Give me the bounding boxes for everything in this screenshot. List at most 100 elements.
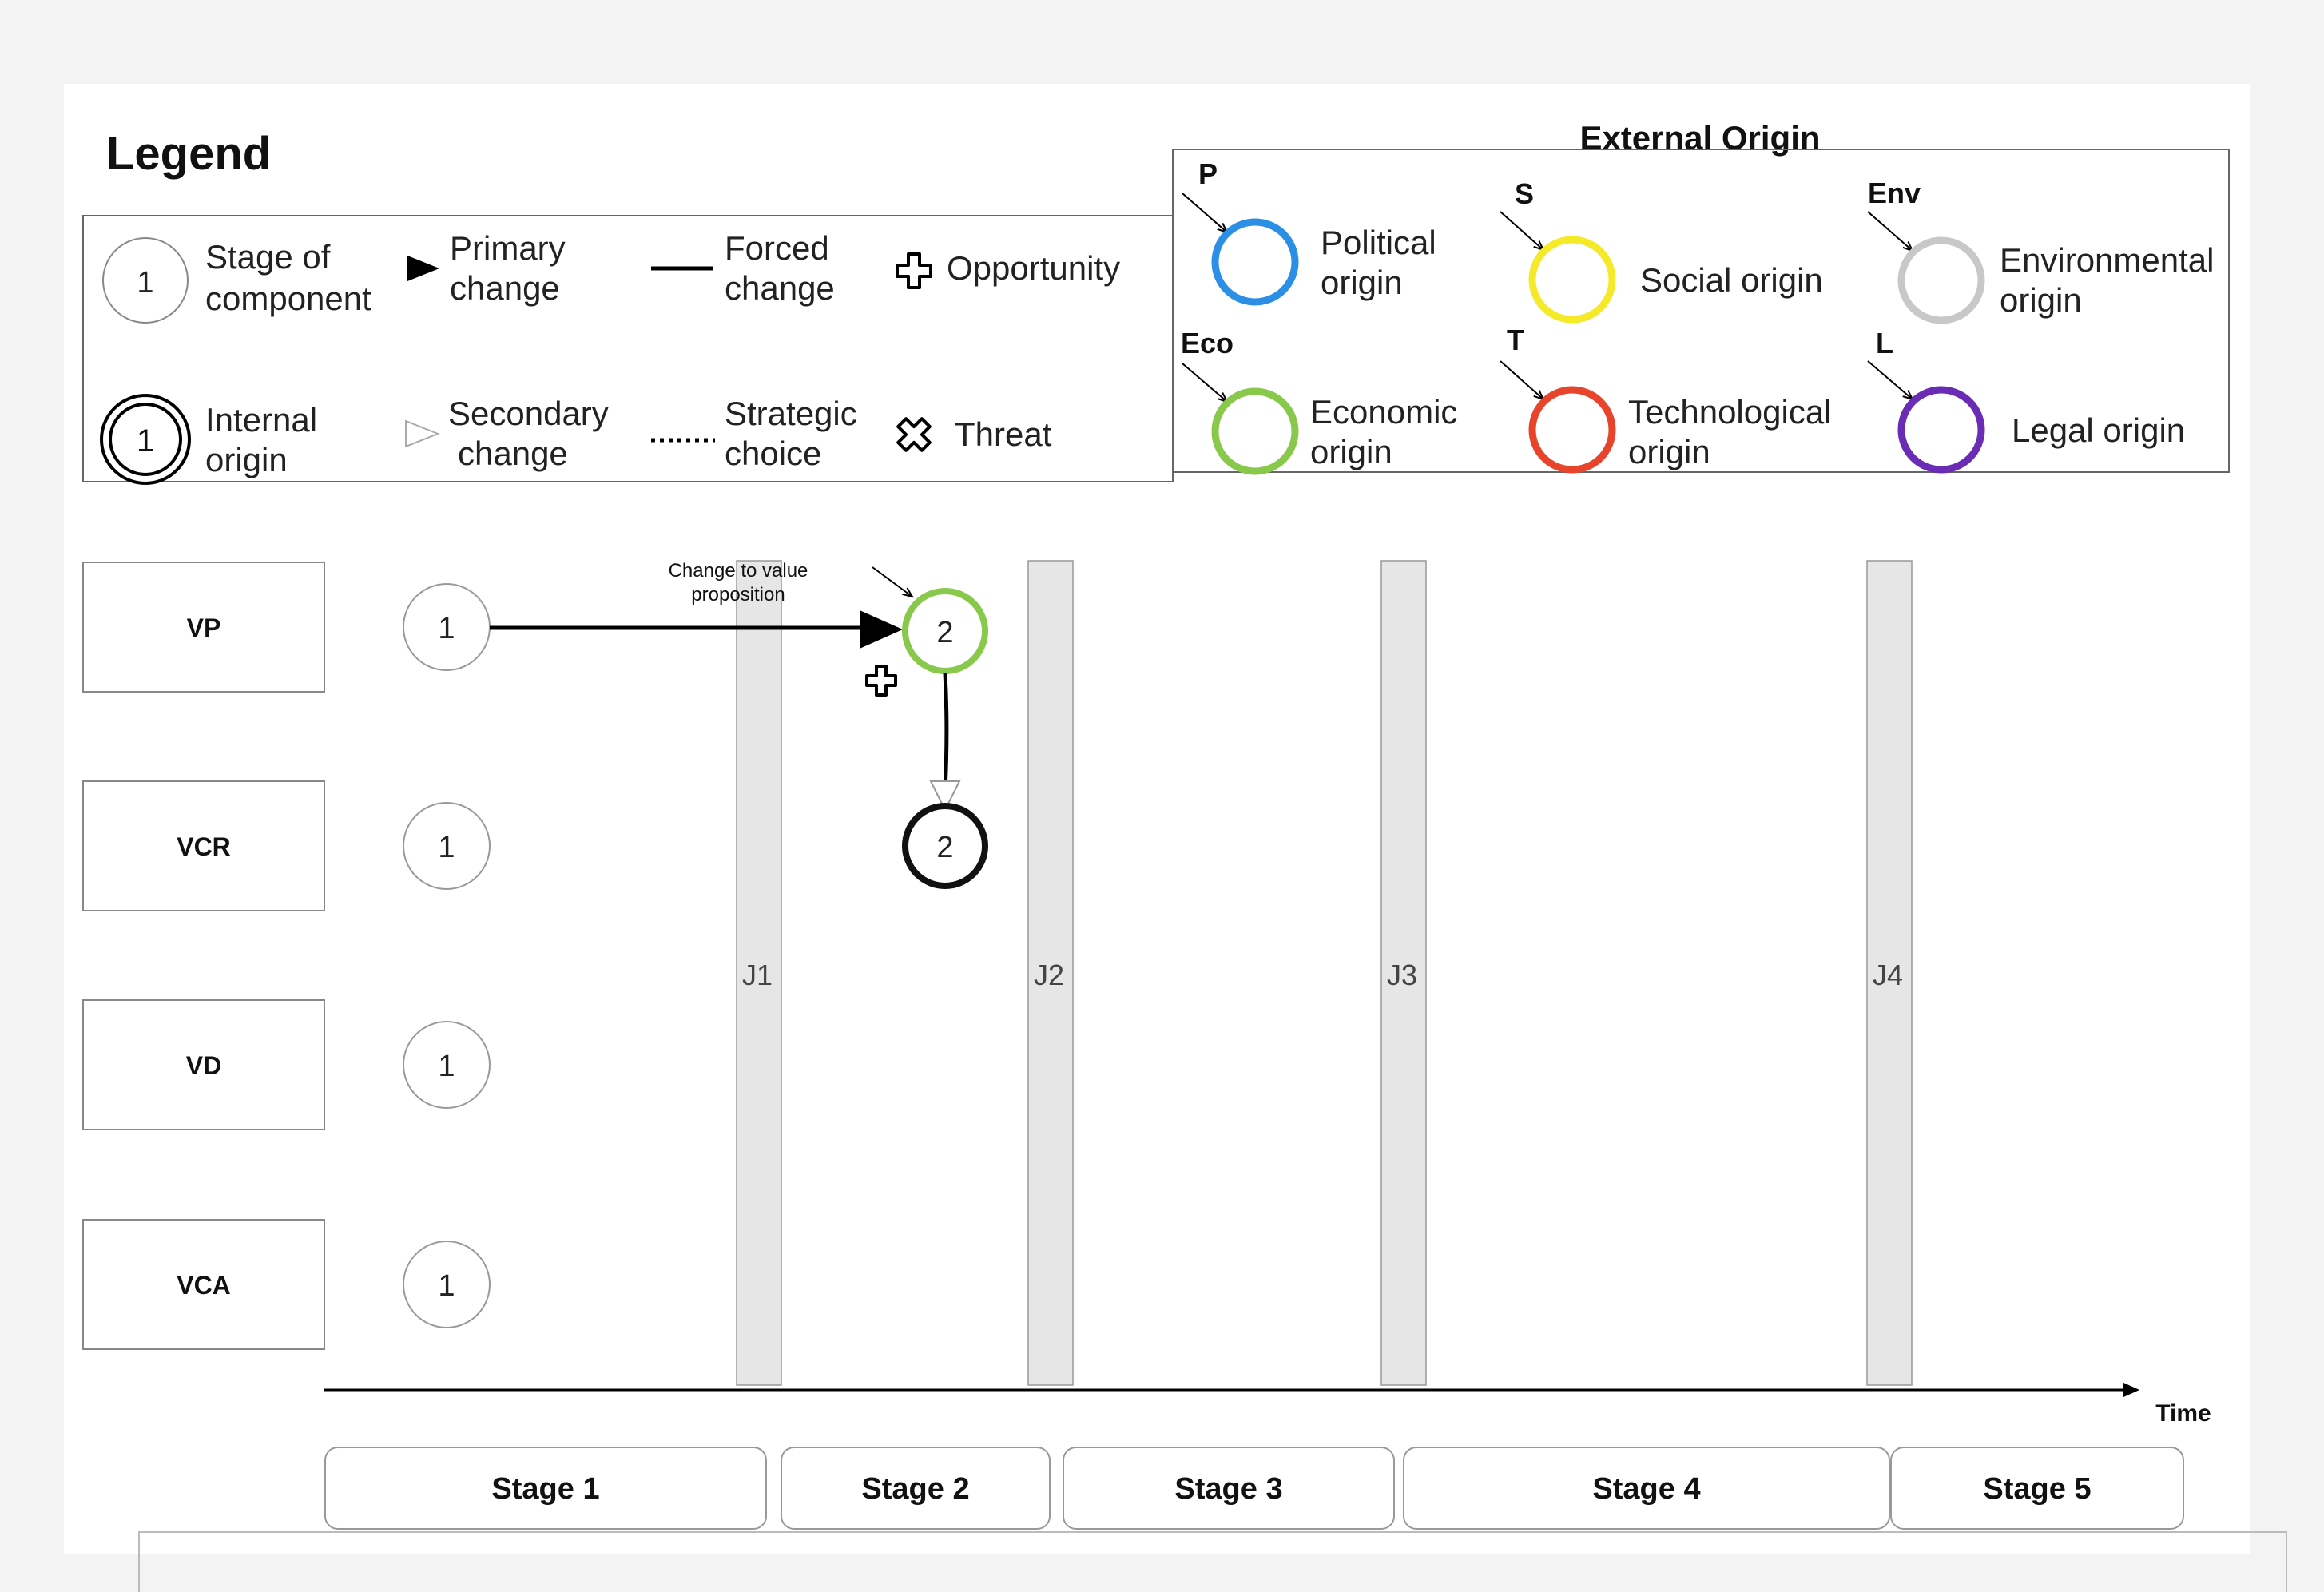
origin-label-political-1: Political [1321, 224, 1436, 261]
origin-label-economic-1: Economic [1310, 393, 1457, 431]
component-label: VD [186, 1051, 221, 1080]
opportunity-marker-icon [865, 665, 897, 697]
origin-pointer-environmental-icon [1867, 211, 1913, 251]
stage-box-1: Stage 1 [324, 1447, 767, 1530]
stage-box [1063, 1447, 1395, 1530]
juncture-bar [1380, 560, 1427, 1386]
environmental-origin-circle-icon [1897, 236, 1985, 324]
internal-origin-number: 1 [137, 423, 154, 459]
component-label: VCA [177, 1271, 231, 1300]
internal-origin-inner-ring-icon [109, 403, 182, 476]
legend-forced-change: Forced change [651, 229, 835, 307]
origin-label-environmental-2: origin [2000, 281, 2082, 319]
bottom-panel-edge [138, 1531, 2287, 1592]
juncture-label: J2 [1034, 959, 1064, 991]
legend-threat: Threat [896, 415, 1052, 453]
juncture-bar-j1: J1 [736, 560, 782, 1386]
internal-origin-stage-node [902, 803, 988, 889]
origin-label-social-1: Social origin [1640, 261, 1823, 299]
stage-box [324, 1447, 767, 1530]
component-box [82, 780, 325, 911]
component-row-vd: VD 1 [82, 999, 491, 1130]
origin-label-economic-2: origin [1310, 433, 1392, 470]
origin-pointer-political-icon [1182, 193, 1227, 232]
economic-origin-circle-icon [1211, 387, 1299, 475]
primary-change-arrow-icon [407, 256, 439, 281]
origin-pointer-technological-icon [1500, 360, 1543, 399]
origin-code-political: P [1198, 157, 1218, 190]
legend-strategic-choice: Strategic choice [651, 395, 857, 472]
legend-stage-of-component: 1 Stage of component [102, 237, 371, 324]
annotation-pointer-icon [872, 566, 912, 597]
origin-label-legal-1: Legal origin [2012, 411, 2185, 449]
component-row-vca: VCA 1 [82, 1219, 491, 1350]
time-axis-arrowhead-icon [2123, 1383, 2139, 1397]
origin-label-technological-2: origin [1628, 433, 1710, 470]
legend-opportunity: Opportunity [896, 249, 1120, 289]
origin-pointer-economic-icon [1182, 363, 1227, 402]
legend-stage-label-2: component [205, 280, 371, 317]
stage-label: Stage 3 [1174, 1472, 1282, 1506]
legend-title: Legend [106, 128, 271, 180]
component-label: VCR [177, 832, 231, 861]
vp-stage-2-node: 2 [902, 588, 988, 674]
origin-code-environmental: Env [1868, 177, 1921, 209]
legend-opportunity-label: Opportunity [947, 249, 1120, 287]
stage-node-number: 2 [936, 616, 953, 649]
time-axis-label: Time [2155, 1400, 2211, 1427]
origin-pointer-legal-icon [1867, 360, 1913, 399]
legend-strategic-label-2: choice [725, 435, 821, 472]
juncture-bar-j2: J2 [1027, 560, 1074, 1386]
external-origin-title: External Origin [1579, 119, 1820, 157]
legend-secondary-change: Secondary change [405, 395, 609, 472]
annotation-line-2: proposition [691, 584, 785, 605]
stage-box-2: Stage 2 [781, 1447, 1051, 1530]
stage-node-number: 1 [438, 831, 455, 864]
social-origin-circle-icon [1528, 236, 1616, 324]
origin-label-environmental-1: Environmental [2000, 241, 2214, 279]
juncture-bar-j3: J3 [1380, 560, 1427, 1386]
origin-pointer-social-icon [1500, 211, 1543, 250]
opportunity-cross-icon [896, 252, 932, 289]
secondary-change-arrowhead-icon [929, 780, 961, 812]
juncture-label: J3 [1387, 959, 1417, 991]
internal-origin-outer-ring-icon [100, 394, 191, 485]
legend-strategic-label-1: Strategic [725, 395, 857, 432]
primary-change-arrowhead-icon [860, 610, 903, 649]
stage-node-number: 1 [438, 612, 455, 645]
stage-label: Stage 2 [861, 1472, 969, 1506]
legend-secondary-label-1: Secondary [448, 395, 609, 432]
vcr-stage-2-node: 2 [902, 803, 988, 889]
origin-economic: Eco Economic origin [1181, 327, 1457, 475]
juncture-label: J4 [1873, 959, 1903, 991]
threat-cross-icon [896, 417, 932, 452]
secondary-change-arrow-icon [405, 419, 440, 448]
origin-political: P Political origin [1182, 157, 1436, 306]
origin-code-social: S [1515, 177, 1534, 210]
legend-stage-label-1: Stage of [205, 238, 331, 276]
legend-primary-label-1: Primary [450, 229, 566, 267]
component-row-vp: VP 1 [82, 562, 491, 693]
stage-box-3: Stage 3 [1063, 1447, 1395, 1530]
time-axis: Time [324, 1383, 2211, 1427]
external-origin-box [1172, 149, 2230, 473]
juncture-bar [1866, 560, 1913, 1386]
legend-primary-label-2: change [450, 269, 560, 307]
forced-change-line [943, 673, 949, 790]
component-box [82, 562, 325, 693]
stage-box [1890, 1447, 2184, 1530]
stage-box [1403, 1447, 1890, 1530]
juncture-bar [1027, 560, 1074, 1386]
legend-forced-label-1: Forced [725, 229, 829, 267]
stage-box [781, 1447, 1051, 1530]
stage-node-number: 2 [936, 831, 953, 864]
vp-primary-change-arrow [490, 610, 903, 649]
origin-technological: T Technological origin [1500, 324, 1832, 474]
technological-origin-circle-icon [1528, 386, 1616, 474]
economic-origin-stage-node [902, 588, 988, 674]
stage-node [403, 1241, 491, 1328]
vp-change-annotation: Change to value proposition [669, 560, 912, 605]
stage-node [403, 1021, 491, 1109]
origin-legal: L Legal origin [1867, 327, 2185, 474]
